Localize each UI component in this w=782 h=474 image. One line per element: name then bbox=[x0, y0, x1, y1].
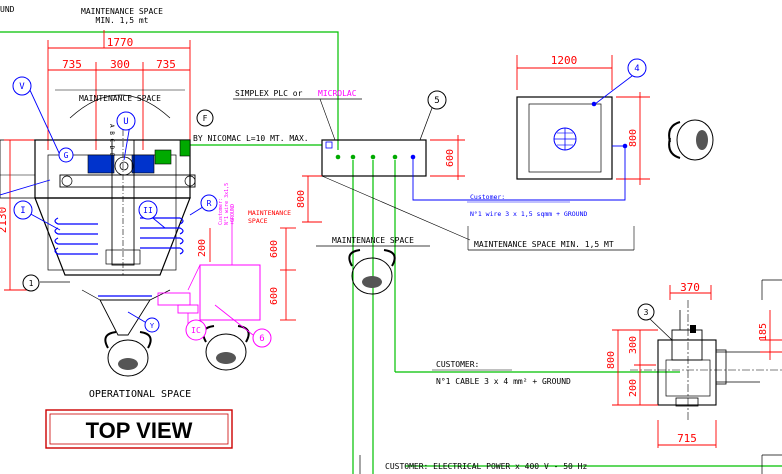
machine-top-view: MAINTENANCE SPACE MIN. 1,5 mt UND 1770 7… bbox=[0, 5, 250, 449]
dim-2130: 2130 bbox=[0, 207, 9, 234]
dim-735-right: 735 bbox=[156, 58, 176, 71]
maintenance-space-top-min: MIN. 1,5 mt bbox=[96, 16, 149, 25]
tag-g: G bbox=[58, 147, 74, 163]
customer-power-label: CUSTOMER: ELECTRICAL POWER x 400 V - 50 … bbox=[385, 462, 587, 471]
tag-v: V bbox=[12, 76, 32, 96]
dim-185: 185 bbox=[758, 323, 769, 341]
dim-735-left: 735 bbox=[62, 58, 82, 71]
edge-fragment-label: UND bbox=[0, 5, 15, 14]
dim-800-plc: 800 bbox=[296, 190, 307, 208]
tag-6: 6 bbox=[252, 328, 272, 348]
dim-1200: 1200 bbox=[551, 54, 578, 67]
operational-space-label: OPERATIONAL SPACE bbox=[89, 389, 191, 400]
dim-800-unit-lines bbox=[616, 92, 650, 185]
customer-labels: CUSTOMER: N°1 CABLE 3 x 4 mm² + GROUND C… bbox=[359, 360, 587, 474]
dim-600-plc-lines bbox=[430, 135, 465, 180]
customer-cable-label: CUSTOMER: bbox=[436, 360, 479, 369]
dim-200-valve: 200 bbox=[628, 379, 639, 397]
maintenance-min-label: MAINTENANCE SPACE MIN. 1,5 MT bbox=[474, 240, 614, 249]
component-4-area: 1200 800 4 Customer: N°1 wire 3 x 1,5 sq… bbox=[412, 54, 714, 251]
customer-cable-spec: N°1 CABLE 3 x 4 mm² + GROUND bbox=[436, 377, 571, 386]
tag-u: U bbox=[116, 111, 136, 131]
operator-icon-center bbox=[348, 249, 396, 295]
tag-4: 4 bbox=[627, 58, 647, 78]
dim-370-lines bbox=[669, 285, 712, 300]
operator-icon-top-right bbox=[668, 119, 714, 161]
svg-text:3: 3 bbox=[644, 308, 649, 317]
dim-370: 370 bbox=[680, 281, 700, 294]
maintenance-space-inside-label: MAINTENANCE SPACE bbox=[79, 94, 161, 103]
dim-800-plc-lines bbox=[302, 175, 322, 223]
dim-1770: 1770 bbox=[107, 36, 134, 49]
top-view-title-box bbox=[45, 409, 233, 449]
tag-f: F bbox=[196, 109, 214, 127]
dim-600-plc: 600 bbox=[445, 149, 456, 167]
svg-text:R: R bbox=[207, 199, 212, 208]
svg-text:IC: IC bbox=[191, 326, 201, 335]
svg-text:II: II bbox=[143, 206, 153, 215]
heating-coils-right bbox=[140, 217, 184, 255]
plc-box bbox=[321, 139, 427, 177]
tag-y: Y bbox=[144, 317, 160, 333]
plc-label-accent: MICROLAC bbox=[318, 89, 357, 98]
ground-lines bbox=[0, 31, 782, 474]
svg-text:V: V bbox=[19, 82, 25, 92]
dim-1200-lines bbox=[516, 55, 613, 90]
svg-text:Y: Y bbox=[150, 322, 155, 330]
component-3-area: 370 800 300 200 185 715 3 bbox=[606, 279, 782, 474]
svg-text:I: I bbox=[20, 206, 25, 216]
svg-text:4: 4 bbox=[634, 64, 639, 74]
svg-text:U: U bbox=[123, 117, 128, 127]
operator-icon-right bbox=[202, 325, 250, 371]
svg-text:F: F bbox=[203, 114, 208, 123]
dim-800-300-200-lines bbox=[612, 310, 782, 448]
svg-text:5: 5 bbox=[434, 96, 439, 106]
svg-text:Customer:: Customer: bbox=[218, 198, 224, 225]
top-dimensions bbox=[47, 30, 191, 150]
svg-text:6: 6 bbox=[259, 334, 264, 344]
plc-area: SIMPLEX PLC or MICROLAC BY NICOMAC L=10 … bbox=[193, 89, 471, 295]
svg-text:N°1 wire 3x1,5: N°1 wire 3x1,5 bbox=[224, 183, 230, 225]
tag-3: 3 bbox=[637, 303, 655, 321]
tag-1: 1 bbox=[22, 274, 40, 292]
maintenance-space-center-label: MAINTENANCE SPACE bbox=[332, 236, 414, 245]
dim-300: 300 bbox=[110, 58, 130, 71]
dim-600-cabinet-upper: 600 bbox=[269, 240, 280, 258]
dim-800-valve: 800 bbox=[606, 351, 617, 369]
nicomac-label: BY NICOMAC L=10 MT. MAX. bbox=[193, 134, 309, 143]
dim-300-valve: 300 bbox=[628, 336, 639, 354]
valve-letters: A B C D E bbox=[108, 124, 115, 157]
top-view-title: TOP VIEW bbox=[86, 418, 193, 443]
heating-coils-left bbox=[54, 217, 98, 255]
electrical-cabinet bbox=[199, 264, 261, 321]
maintenance-space-top-label: MAINTENANCE SPACE bbox=[81, 7, 163, 16]
tag-5: 5 bbox=[427, 90, 447, 110]
dim-600-cabinet-lower: 600 bbox=[269, 287, 280, 305]
dim-715: 715 bbox=[677, 432, 697, 445]
maintenance-small-1: MAINTENANCE bbox=[248, 209, 291, 217]
svg-text:1: 1 bbox=[29, 279, 34, 288]
dim-200-600-lines bbox=[209, 227, 296, 321]
tag-ic: IC bbox=[185, 319, 207, 341]
svg-text:G: G bbox=[64, 151, 69, 160]
dim-800-unit: 800 bbox=[628, 129, 639, 147]
svg-text:+GROUND: +GROUND bbox=[230, 204, 236, 225]
tag-ii: II bbox=[138, 200, 158, 220]
operator-icon-left bbox=[104, 331, 152, 377]
plc-label: SIMPLEX PLC or bbox=[235, 89, 303, 98]
customer-wire-spec: N°1 wire 3 x 1,5 sqmm + GROUND bbox=[470, 210, 587, 218]
dim-200-cabinet: 200 bbox=[197, 239, 208, 257]
maintenance-small-2: SPACE bbox=[248, 217, 268, 225]
customer-wire-label: Customer: bbox=[470, 193, 505, 201]
tag-i: I bbox=[13, 200, 33, 220]
tag-r: R bbox=[200, 194, 218, 212]
electrical-cabinet-area: 200 600 600 MAINTENANCE SPACE Customer: … bbox=[187, 183, 296, 348]
component-4-box bbox=[516, 96, 613, 180]
